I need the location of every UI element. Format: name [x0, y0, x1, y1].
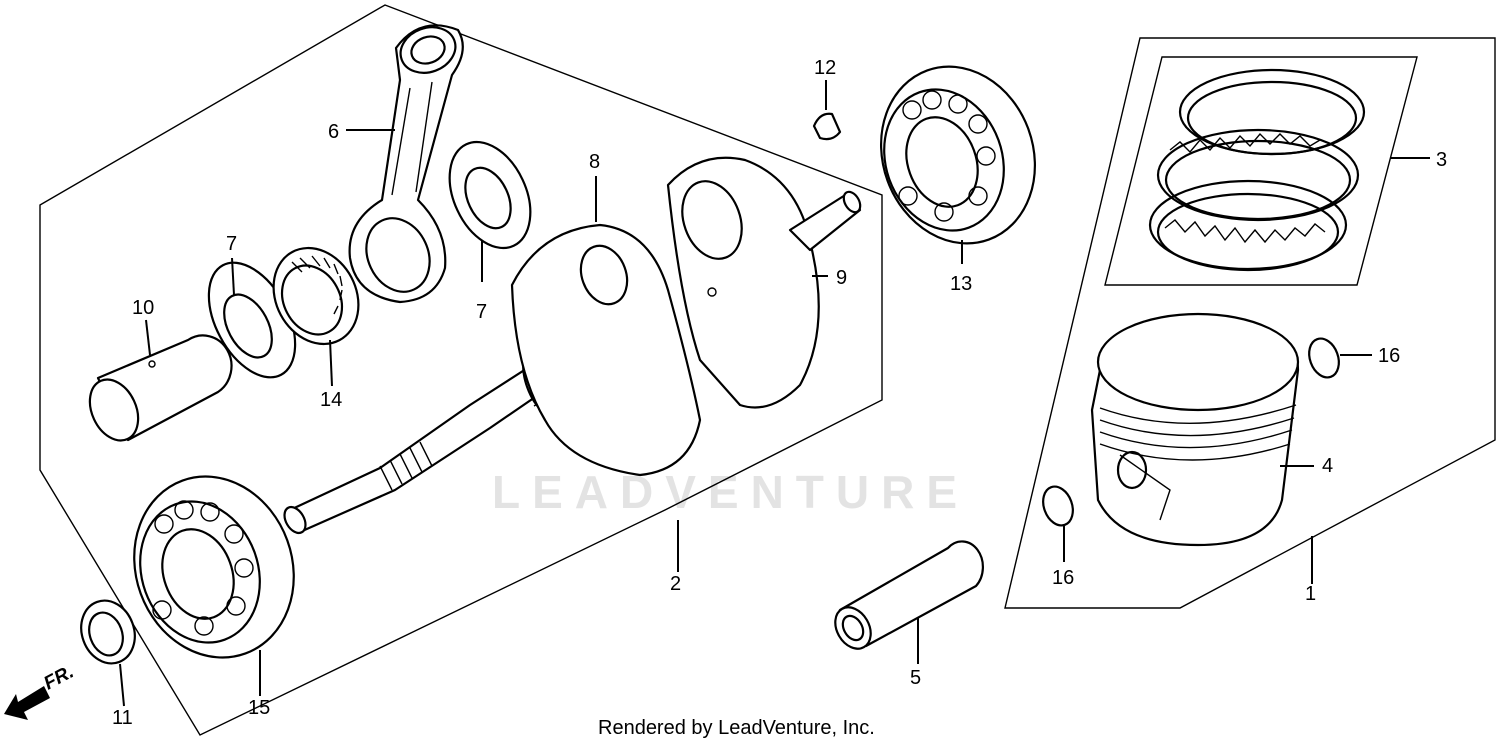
- callout-9[interactable]: 9: [836, 267, 847, 289]
- crankshaft-group-outline: [39, 4, 883, 736]
- callout-13[interactable]: 13: [950, 273, 972, 295]
- crankshaft: [283, 156, 862, 535]
- thrust-washer-right: [448, 140, 532, 250]
- direction-label: FR.: [40, 662, 77, 695]
- piston: [1090, 312, 1300, 547]
- woodruff-key: [812, 112, 842, 141]
- callout-12[interactable]: 12: [814, 57, 836, 79]
- piston-ring-set: [1148, 68, 1366, 272]
- callout-14[interactable]: 14: [320, 389, 342, 411]
- connecting-rod: [348, 24, 464, 304]
- piston-pin-clip-top: [1308, 337, 1340, 379]
- leader-lines: [119, 80, 1430, 707]
- callout-4[interactable]: 4: [1322, 455, 1333, 477]
- callout-10[interactable]: 10: [132, 297, 154, 319]
- piston-pin: [834, 540, 984, 650]
- watermark-text: LEADVENTURE: [492, 466, 969, 518]
- callout-7-left[interactable]: 7: [226, 233, 237, 255]
- piston-pin-clip-bottom: [1042, 485, 1074, 527]
- crank-pin: [88, 334, 233, 442]
- piston-group-outline: [1004, 37, 1496, 609]
- front-direction-arrow-icon: [4, 686, 50, 720]
- right-main-bearing: [879, 65, 1037, 245]
- callout-8[interactable]: 8: [589, 151, 600, 173]
- callout-2[interactable]: 2: [670, 573, 681, 595]
- left-main-bearing: [133, 475, 295, 659]
- callout-3[interactable]: 3: [1436, 149, 1447, 171]
- callout-15[interactable]: 15: [248, 697, 270, 719]
- credit-text: Rendered by LeadVenture, Inc.: [598, 717, 875, 739]
- callout-1[interactable]: 1: [1305, 583, 1316, 605]
- callout-5[interactable]: 5: [910, 667, 921, 689]
- callout-16-top[interactable]: 16: [1378, 345, 1400, 367]
- callout-6[interactable]: 6: [328, 121, 339, 143]
- needle-bearing: [272, 246, 360, 346]
- oil-seal: [80, 599, 136, 665]
- callout-11[interactable]: 11: [112, 707, 133, 729]
- callout-16-bottom[interactable]: 16: [1052, 567, 1074, 589]
- callout-7-right[interactable]: 7: [476, 301, 487, 323]
- piston-rings-inset: [1104, 56, 1418, 286]
